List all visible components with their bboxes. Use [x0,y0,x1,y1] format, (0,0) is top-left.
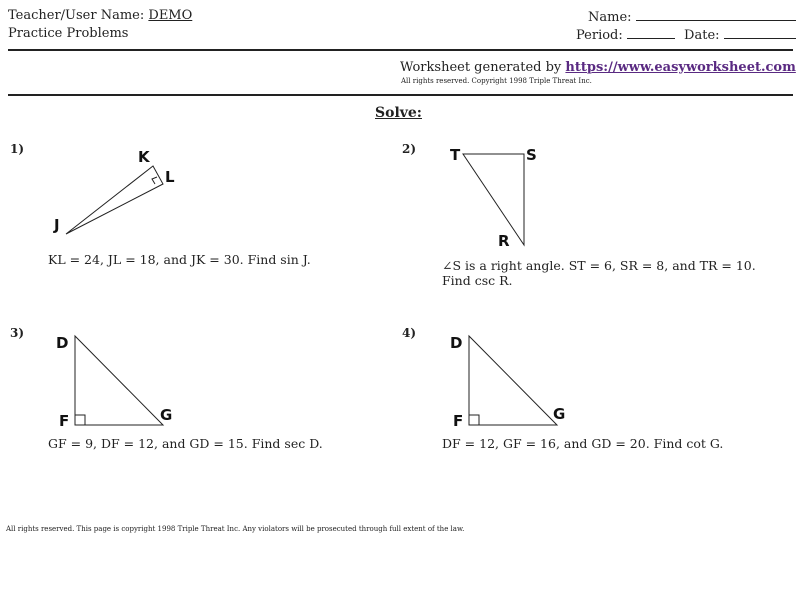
footer-copyright: All rights reserved. This page is copyri… [6,525,465,533]
right-angle-marker [469,414,480,425]
vertex-label-d: D [450,334,462,352]
vertex-label-f: F [59,412,69,430]
vertex-label-f: F [453,412,463,430]
problem-2-number: 2) [402,142,417,156]
problem-1-text: KL = 24, JL = 18, and JK = 30. Find sin … [48,252,311,267]
triangle-dfg [74,334,165,426]
teacher-label: Teacher/User Name: [8,8,145,23]
period-date-fields: Period: Date: [576,26,796,43]
header-divider [8,49,793,51]
problem-3-number: 3) [10,326,25,340]
date-label: Date: [684,28,720,43]
vertex-label-j: J [53,216,60,234]
triangle-tsr [462,153,525,247]
vertex-label-l: L [165,168,175,186]
generator-divider [8,94,793,96]
generator-prefix: Worksheet generated by [400,60,562,75]
triangle-jkl [65,165,164,235]
problem-1-number: 1) [10,142,25,156]
vertex-label-g: G [553,405,565,423]
right-angle-marker [151,176,158,185]
problem-2-text: ∠S is a right angle. ST = 6, SR = 8, and… [442,258,756,288]
vertex-label-t: T [450,146,461,164]
page-title: Solve: [375,105,422,121]
teacher-value: DEMO [148,8,193,23]
problem-4-number: 4) [402,326,417,340]
name-blank[interactable] [635,8,796,21]
period-label: Period: [576,28,623,43]
vertex-label-d: D [56,334,68,352]
right-angle-marker [75,414,86,425]
generator-line: Worksheet generated by https://www.easyw… [400,60,796,75]
vertex-label-s: S [526,146,537,164]
name-label: Name: [588,10,632,25]
vertex-label-r: R [498,232,510,250]
vertex-label-g: G [160,406,172,424]
teacher-name-line: Teacher/User Name: DEMO [8,8,192,23]
student-name-field[interactable]: Name: [588,8,796,25]
vertex-label-k: K [138,148,151,166]
period-blank[interactable] [626,26,675,39]
problem-4-text: DF = 12, GF = 16, and GD = 20. Find cot … [442,436,724,451]
worksheet-subtitle: Practice Problems [8,26,129,41]
problem-3-text: GF = 9, DF = 12, and GD = 15. Find sec D… [48,436,323,451]
date-blank[interactable] [723,26,796,39]
triangle-dfg [468,334,559,426]
generator-copyright: All rights reserved. Copyright 1998 Trip… [401,77,592,85]
easyworksheet-link[interactable]: https://www.easyworksheet.com [565,60,796,75]
